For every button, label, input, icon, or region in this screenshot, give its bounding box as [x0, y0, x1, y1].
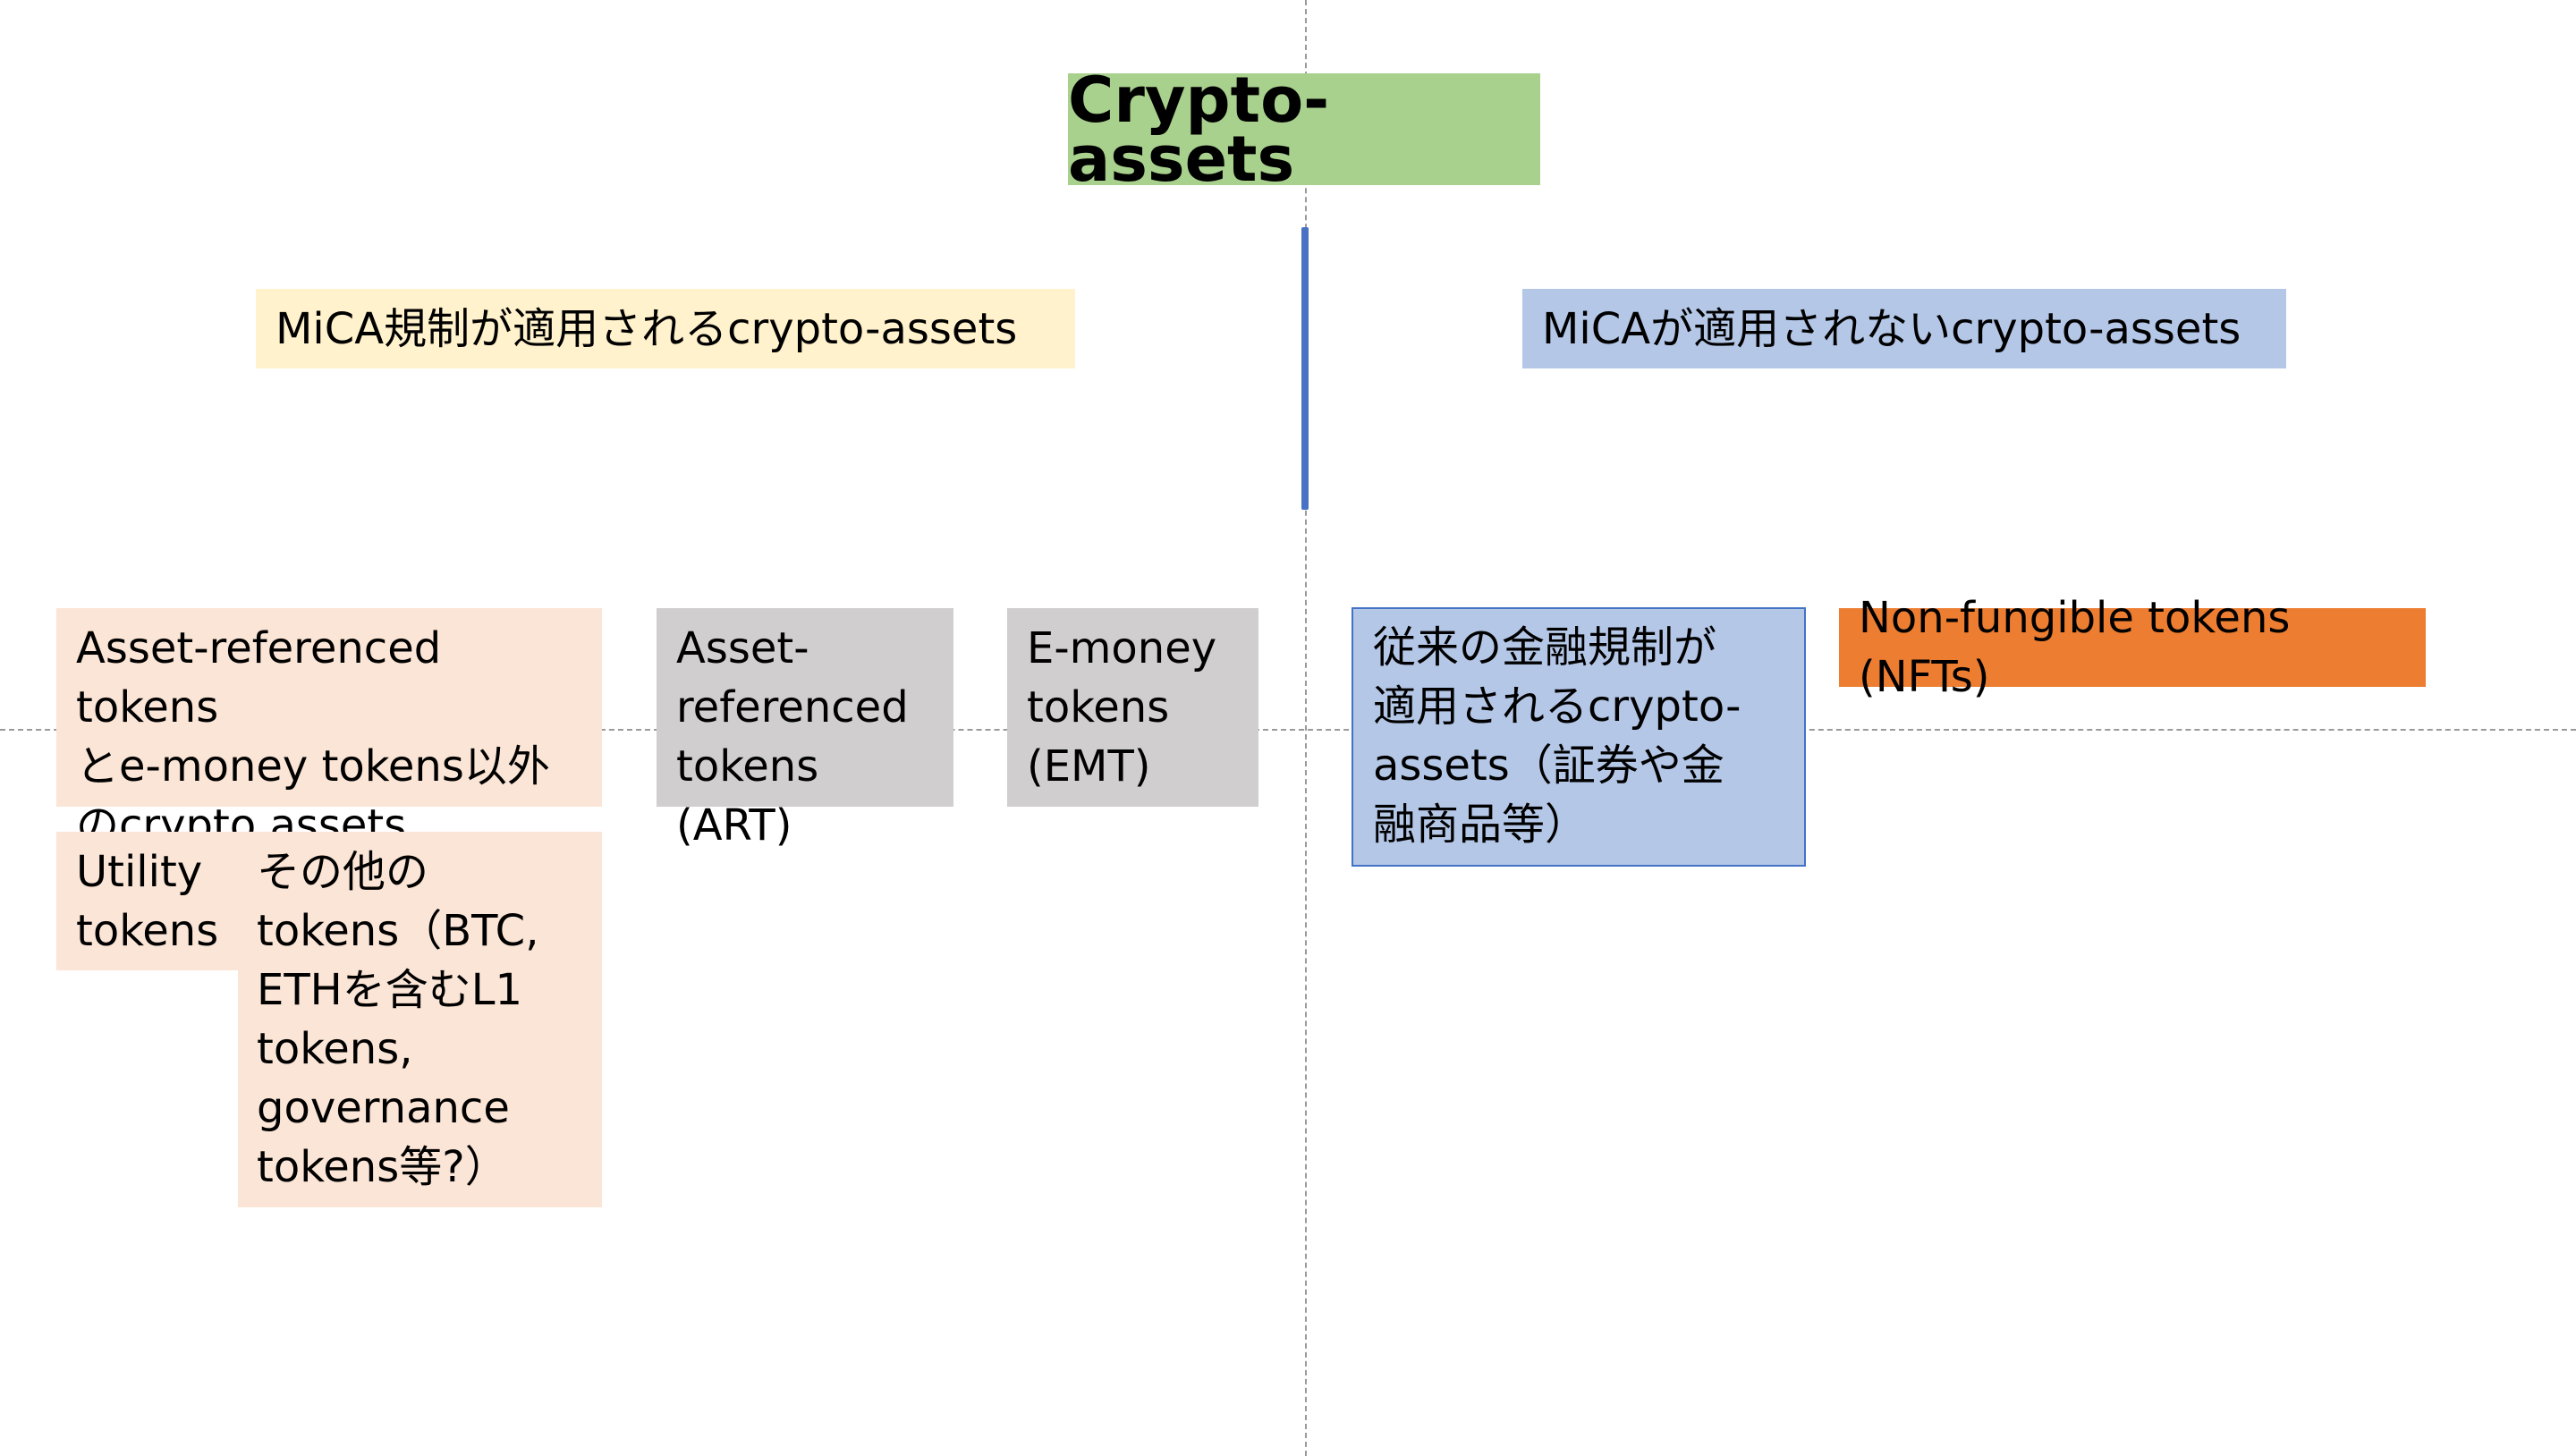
- vertical-guide-line: [1305, 0, 1307, 1456]
- title-box[interactable]: Crypto-assets: [1068, 69, 1540, 190]
- other-tokens-box-background: [238, 970, 602, 1207]
- emt-box[interactable]: E-money tokens (EMT): [1007, 608, 1258, 807]
- mica-not-applied-label[interactable]: MiCAが適用されないcrypto-assets: [1522, 289, 2286, 368]
- utility-tokens-box[interactable]: Utility tokens: [56, 832, 602, 970]
- other-tokens-box[interactable]: その他の tokens（BTC, ETHを含むL1 tokens, govern…: [257, 847, 539, 1192]
- nft-box[interactable]: Non-fungible tokens (NFTs): [1839, 593, 2426, 702]
- horizontal-guide-line: [0, 729, 2576, 731]
- mica-applied-label[interactable]: MiCA規制が適用されるcrypto-assets: [256, 289, 1075, 368]
- traditional-regulation-box[interactable]: 従来の金融規制が 適用されるcrypto- assets（証券や金 融商品等）: [1352, 607, 1806, 867]
- art-box[interactable]: Asset- referenced tokens (ART): [657, 608, 953, 851]
- other-crypto-assets-box[interactable]: Asset-referenced tokens とe-money tokens以…: [56, 608, 602, 851]
- category-divider[interactable]: [1301, 227, 1309, 510]
